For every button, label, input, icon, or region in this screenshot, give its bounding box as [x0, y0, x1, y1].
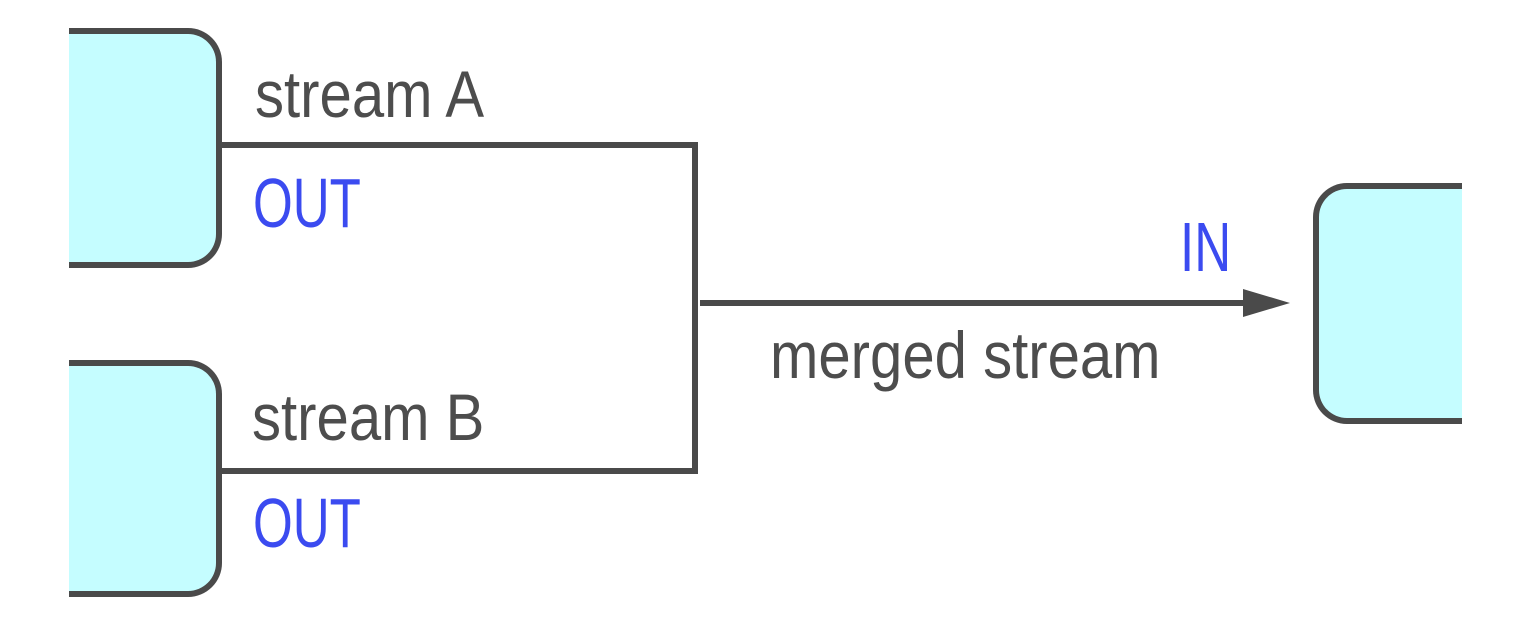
source-node-a [69, 28, 222, 268]
merge-vertical-line [692, 142, 698, 474]
source-node-b [69, 360, 222, 597]
stream-b-line [222, 468, 698, 474]
arrowhead-icon [1243, 289, 1290, 317]
target-node [1313, 183, 1462, 424]
stream-a-line [222, 142, 698, 148]
stream-b-label: stream B [252, 380, 485, 454]
stream-a-label: stream A [255, 57, 485, 131]
merged-stream-line [700, 300, 1245, 306]
merged-stream-label: merged stream [770, 318, 1161, 392]
merged-stream-in-port-label: IN [1180, 208, 1232, 286]
stream-b-out-port-label: OUT [253, 484, 361, 562]
stream-a-out-port-label: OUT [253, 164, 361, 242]
